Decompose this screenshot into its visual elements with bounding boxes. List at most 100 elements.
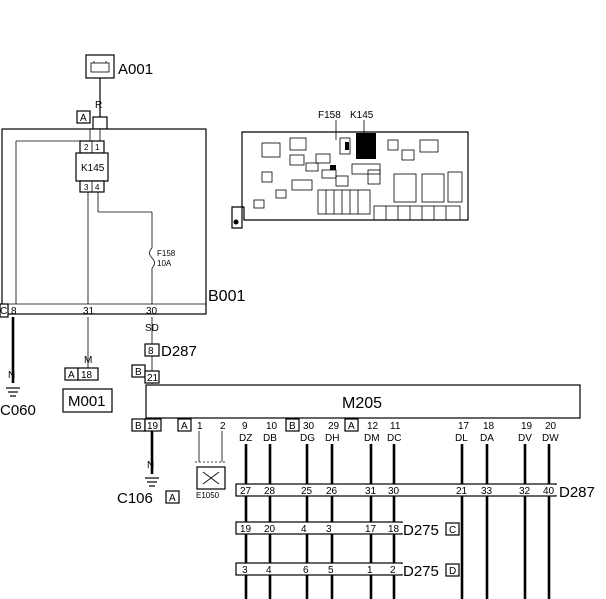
- m205-pin: 12: [367, 421, 379, 432]
- board-inset: [231, 120, 469, 229]
- d275d-pin-bg: [237, 564, 257, 574]
- d287-pin: 28: [264, 486, 276, 497]
- m205-code: DC: [387, 433, 401, 444]
- d287-pin: 21: [456, 486, 468, 497]
- relay-pin-2: 2: [84, 143, 89, 152]
- d287-pin-bg: [261, 485, 281, 495]
- relay-label: K145: [81, 163, 105, 174]
- d275c-pin: 19: [240, 524, 252, 535]
- d275c-pin: 18: [388, 524, 400, 535]
- conn-a-top: A: [80, 113, 87, 124]
- d287-pin: 26: [326, 486, 338, 497]
- conn-c-left: C: [0, 306, 7, 317]
- d275d-label: D275: [403, 563, 439, 580]
- d287-pin: 32: [519, 486, 531, 497]
- d287-pin-bg: [478, 485, 498, 495]
- d287-label: D287: [161, 343, 197, 360]
- d287-pin-bg: [453, 485, 473, 495]
- wire-m-label: M: [84, 355, 92, 366]
- m205-pin: 30: [303, 421, 315, 432]
- conn-c-d275: C: [449, 525, 456, 536]
- conn-a-c106: A: [169, 493, 176, 504]
- relay-k145-box: [75, 152, 109, 182]
- m205-code: DG: [300, 433, 315, 444]
- motor-m001-box: [62, 388, 113, 413]
- relay-pin-4: 4: [95, 183, 100, 192]
- d275d-pin: 5: [328, 565, 334, 576]
- d275d-pin: 2: [390, 565, 396, 576]
- b001-pin-8: 8: [11, 306, 17, 317]
- m205-b-pin: 19: [147, 421, 159, 432]
- m205-pin: 11: [390, 421, 401, 432]
- d275c-pin-bg: [362, 523, 382, 533]
- m205-a-pin-1: 1: [197, 421, 203, 432]
- d275d-pin: 4: [266, 565, 272, 576]
- ground-c060-label: C060: [0, 402, 36, 419]
- b001-label: B001: [208, 288, 245, 305]
- conn-a-m205-mid: A: [181, 421, 188, 432]
- conn-b-d287: B: [135, 367, 142, 378]
- d287-pin-bg: [323, 485, 343, 495]
- m205-code: DV: [518, 433, 532, 444]
- d275d-pin-bg: [385, 564, 405, 574]
- wire-sd-label: SD: [145, 323, 159, 334]
- m205-a-pin-2: 2: [220, 421, 226, 432]
- d287-right-label: D287: [559, 484, 595, 501]
- conn-b-m205-left: B: [135, 421, 142, 432]
- m205-code: DZ: [239, 433, 252, 444]
- d287-pin-bg: [540, 485, 560, 495]
- d275c-pin-bg: [385, 523, 405, 533]
- d275c-pin: 3: [326, 524, 332, 535]
- inset-k145: K145: [350, 110, 374, 121]
- inset-f158: F158: [318, 110, 341, 121]
- d275c-pin: 4: [301, 524, 307, 535]
- d275d-pin: 6: [303, 565, 309, 576]
- fuse-f158-symbol: [149, 247, 155, 269]
- d287-pin: 33: [481, 486, 493, 497]
- b-pin: 21: [147, 373, 159, 384]
- d287-pin: 30: [388, 486, 400, 497]
- m205-code: DH: [325, 433, 339, 444]
- d275c-pin-bg: [237, 523, 257, 533]
- d275c-pin-bg: [298, 523, 318, 533]
- relay-pin-3: 3: [84, 183, 89, 192]
- d275d-pin-bg: [362, 564, 382, 574]
- m205-pin: 10: [266, 421, 278, 432]
- wire-n-left: N: [8, 370, 15, 381]
- fuse-label: F158: [157, 249, 176, 258]
- m205-box: [145, 384, 581, 419]
- d287-pin-bg: [516, 485, 536, 495]
- d275d-pin: 1: [367, 565, 373, 576]
- d275c-label: D275: [403, 522, 439, 539]
- e1050-label: E1050: [196, 491, 220, 500]
- m205-pin: 29: [328, 421, 340, 432]
- battery-symbol: [85, 54, 115, 79]
- d287-pin: 40: [543, 486, 555, 497]
- m205-code: DW: [542, 433, 559, 444]
- d275d-pin: 3: [242, 565, 248, 576]
- motor-pin: 18: [81, 370, 93, 381]
- wire-n-mid: N: [147, 460, 154, 471]
- d287-pin: 8: [148, 346, 154, 357]
- m205-pin: 18: [483, 421, 495, 432]
- d275d-pin-bg: [298, 564, 318, 574]
- d275c-pin-bg: [323, 523, 343, 533]
- d275d-pin-bg: [261, 564, 281, 574]
- d275d-pin-row: 3 4 6 5 1 2: [237, 564, 405, 576]
- d287-pin-bg: [362, 485, 382, 495]
- m205-pin: 19: [521, 421, 533, 432]
- m205-code: DL: [455, 433, 468, 444]
- conn-a-m205-right: A: [348, 421, 355, 432]
- battery-label: A001: [118, 61, 153, 78]
- d287-pin-bg: [237, 485, 257, 495]
- d287-pin-bg: [385, 485, 405, 495]
- conn-d-d275: D: [449, 566, 456, 577]
- d275c-pin: 17: [365, 524, 377, 535]
- m205-pin: 17: [458, 421, 470, 432]
- ground-c106-label: C106: [117, 490, 153, 507]
